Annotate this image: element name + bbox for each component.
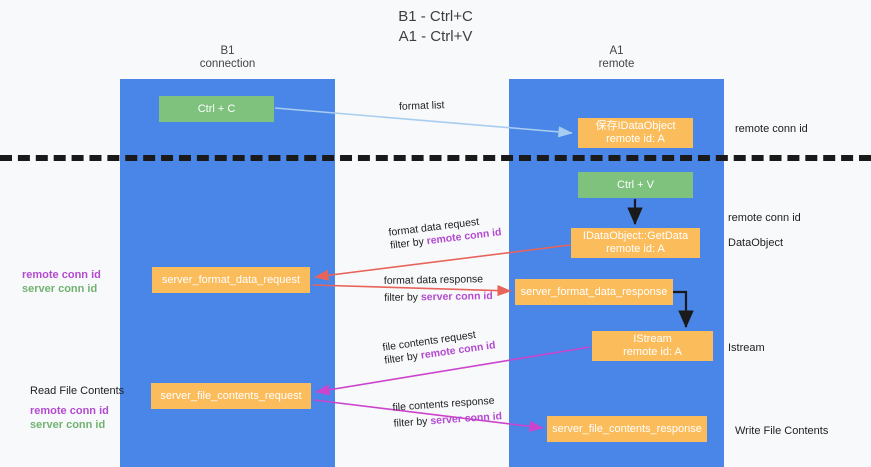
box-ctrl-v-label: Ctrl + V — [617, 178, 654, 191]
title-line-2: A1 - Ctrl+V — [398, 28, 473, 45]
filter-prefix: filter by — [393, 415, 431, 430]
box-server-format-data-response-label: server_format_data_response — [520, 285, 668, 298]
box-ctrl-v[interactable]: Ctrl + V — [578, 172, 693, 198]
lane-header-b1-sub: connection — [199, 58, 256, 70]
arrow-file-contents-response — [313, 399, 544, 432]
box-istream-line2: remote id: A — [623, 346, 682, 358]
annotation-right-istream: Istream — [728, 342, 765, 354]
arrow-format-list — [274, 107, 573, 138]
box-server-format-data-request-label: server_format_data_request — [161, 273, 301, 286]
lane-header-a1: A1 remote — [509, 45, 724, 71]
annotation-left-remote-conn-id-1: remote conn id — [22, 269, 101, 281]
box-idataobject-getdata-line1: IDataObject::GetData — [582, 230, 689, 242]
phase-separator-dashed-line — [0, 155, 871, 161]
box-save-idataobject-line2: remote id: A — [606, 133, 665, 145]
annotation-left-read-file-contents: Read File Contents — [30, 385, 125, 397]
box-istream-label: IStream remote id: A — [623, 333, 682, 359]
box-save-idataobject-line1: 保存IDataObject — [595, 120, 676, 132]
box-istream-line1: IStream — [633, 333, 672, 345]
box-istream[interactable]: IStream remote id: A — [592, 331, 713, 361]
annotation-left-server-conn-id-1: server conn id — [22, 283, 98, 295]
lane-header-b1-name: B1 — [220, 45, 235, 57]
box-server-file-contents-request[interactable]: server_file_contents_request — [151, 383, 311, 409]
lane-header-a1-sub: remote — [598, 58, 635, 70]
annotation-right-write-file-contents: Write File Contents — [735, 425, 829, 437]
box-idataobject-getdata-line2: remote id: A — [606, 243, 665, 255]
arrow-format-data-request — [314, 244, 571, 281]
annotation-right-dataobject: DataObject — [728, 237, 784, 249]
annotation-left-server-conn-id-2: server conn id — [30, 419, 106, 431]
annotation-left-conn-ids-top: remote conn id server conn id — [22, 268, 101, 296]
box-save-idataobject-label: 保存IDataObject remote id: A — [595, 120, 675, 146]
edge-label-format-list: format list — [399, 99, 445, 113]
box-server-file-contents-response-label: server_file_contents_response — [552, 422, 702, 435]
box-server-format-data-request[interactable]: server_format_data_request — [152, 267, 310, 293]
edge-label-format-data-response-filter: filter by server conn id — [384, 290, 493, 304]
edge-label-format-list-text: format list — [398, 99, 445, 113]
box-idataobject-getdata-label: IDataObject::GetData remote id: A — [583, 230, 688, 256]
annotation-right-remote-conn-id-mid: remote conn id — [728, 212, 801, 224]
box-server-file-contents-response[interactable]: server_file_contents_response — [547, 416, 707, 442]
box-server-format-data-response[interactable]: server_format_data_response — [515, 279, 673, 305]
annotation-right-remote-conn-id-top: remote conn id — [735, 123, 808, 135]
box-ctrl-c-label: Ctrl + C — [197, 102, 236, 115]
box-save-idataobject[interactable]: 保存IDataObject remote id: A — [578, 118, 693, 148]
box-ctrl-c[interactable]: Ctrl + C — [159, 96, 274, 122]
box-idataobject-getdata[interactable]: IDataObject::GetData remote id: A — [571, 228, 700, 258]
arrow-file-contents-request — [315, 346, 591, 396]
arrow-format-data-response — [312, 284, 512, 297]
lane-header-a1-name: A1 — [609, 45, 624, 57]
filter-prefix: filter by — [384, 291, 422, 304]
annotation-left-read-file-contents-group: Read File Contents remote conn id server… — [30, 384, 124, 432]
box-server-file-contents-request-label: server_file_contents_request — [160, 389, 302, 402]
annotation-left-remote-conn-id-2: remote conn id — [30, 405, 109, 417]
title-line-1: B1 - Ctrl+C — [398, 8, 473, 25]
edge-label-format-data-response: format data response filter by server co… — [384, 273, 493, 304]
page-title: B1 - Ctrl+C A1 - Ctrl+V — [0, 7, 871, 47]
filter-key: server conn id — [420, 290, 493, 304]
arrow-format-response-to-istream — [673, 290, 694, 329]
edge-label-format-data-response-text: format data response — [383, 273, 484, 287]
lane-header-b1: B1 connection — [120, 45, 335, 71]
